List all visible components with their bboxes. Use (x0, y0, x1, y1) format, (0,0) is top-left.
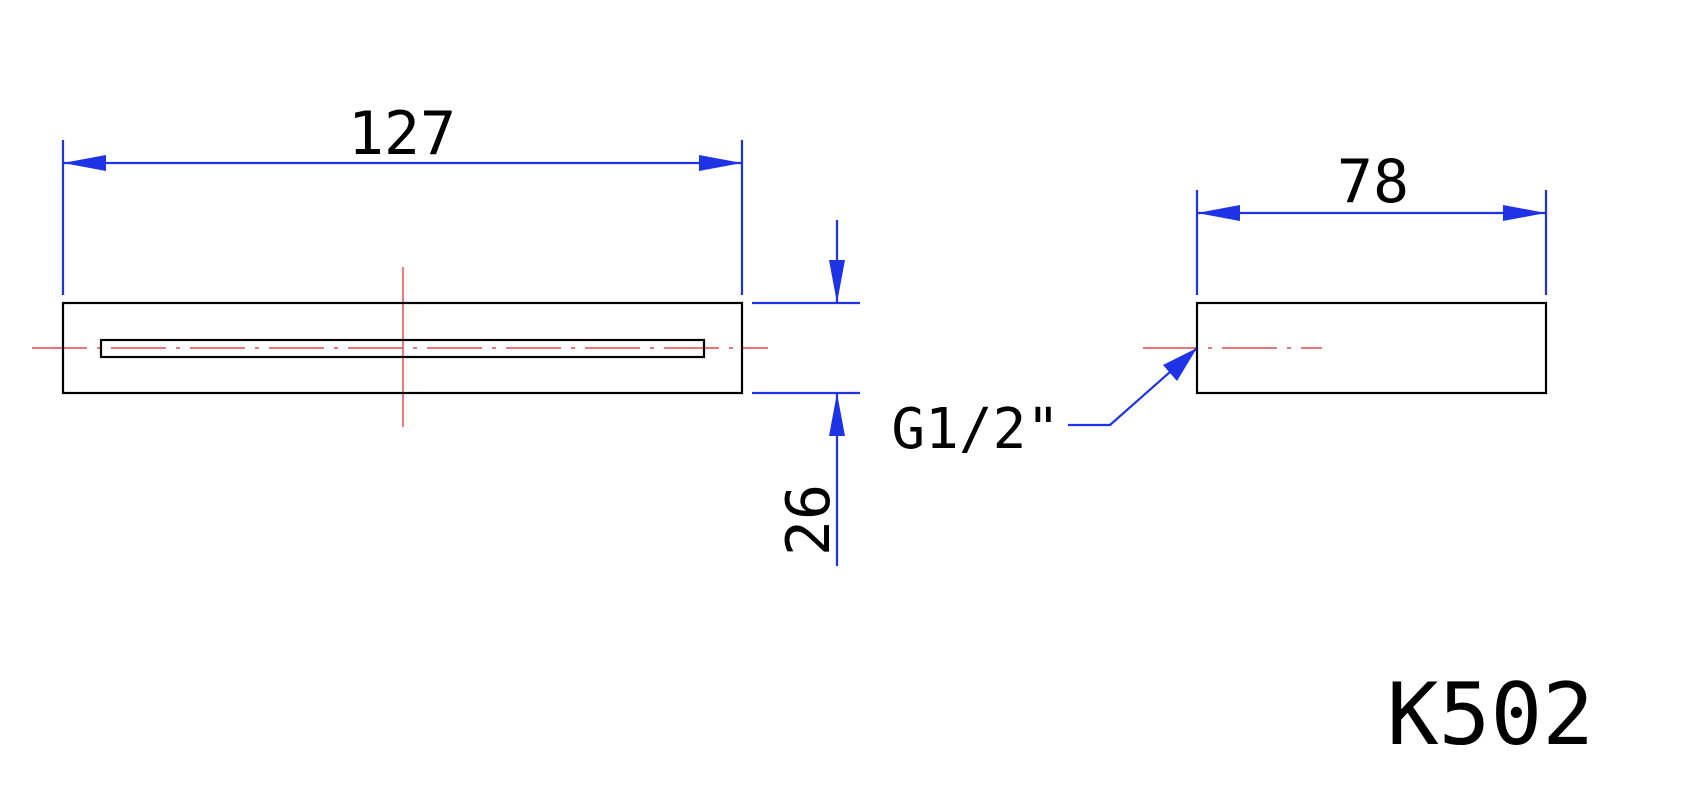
arrowhead-left (63, 155, 106, 171)
thread-callout-label: G1/2" (891, 397, 1060, 462)
dimension-label-78: 78 (1337, 147, 1409, 217)
front-view (32, 267, 768, 427)
leader-arrowhead (1163, 348, 1197, 381)
model-code-label: K502 (1387, 665, 1594, 765)
dimension-width-78: 78 (1195, 147, 1548, 295)
dimension-label-127: 127 (348, 99, 456, 169)
dimension-height-26: 26 (752, 220, 860, 566)
leader-line (1068, 348, 1197, 427)
front-outlet-slot (99, 338, 706, 359)
front-body-outline (61, 301, 744, 395)
arrowhead-right (699, 155, 742, 171)
arrowhead-right (1503, 205, 1546, 221)
dimension-label-26: 26 (774, 484, 844, 556)
side-view (1143, 301, 1548, 395)
dimension-width-127: 127 (61, 99, 744, 295)
arrowhead-left (1197, 205, 1240, 221)
arrowhead-down (829, 260, 845, 303)
thread-callout: G1/2" (891, 348, 1197, 462)
arrowhead-up (829, 393, 845, 436)
